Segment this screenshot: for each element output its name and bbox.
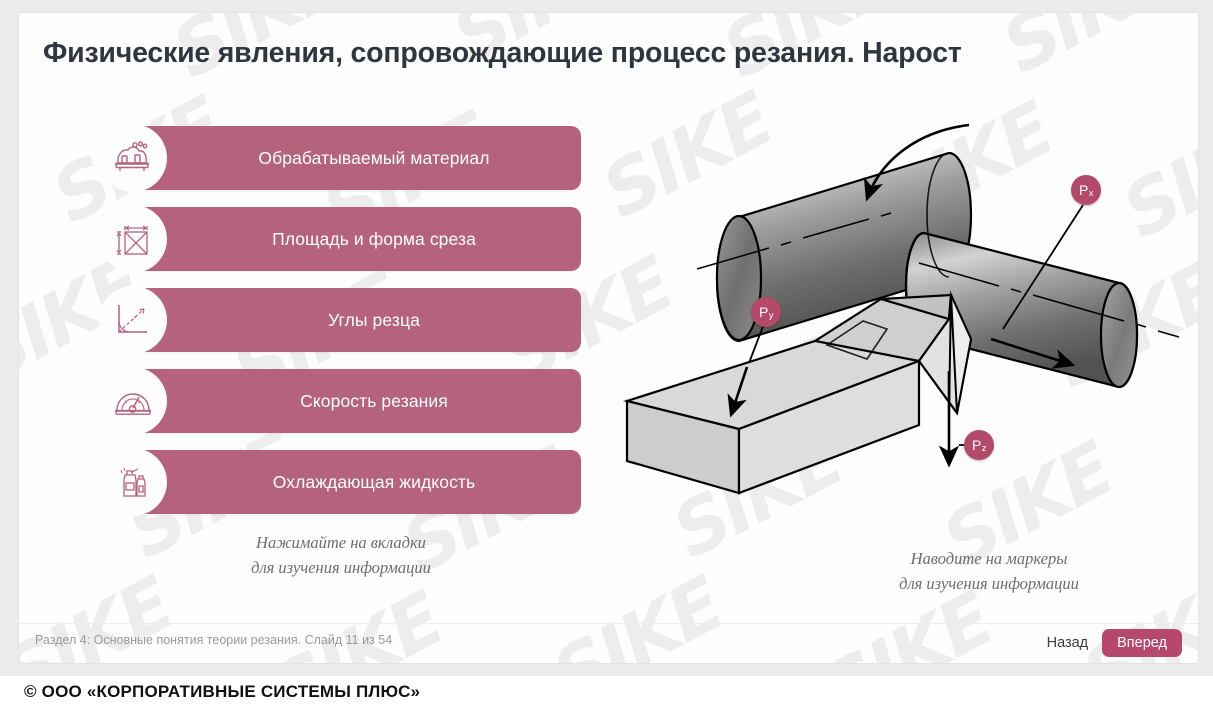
workpiece-material-icon [99,124,167,192]
marker-pz-label: P [971,437,982,453]
marker-py-label: P [758,304,769,320]
tool-angles-icon [99,286,167,354]
diagram-hint-line-2: для изучения информации [899,573,1079,593]
navigation-controls: Назад Вперед [1045,629,1182,657]
tabs-hint: Нажимайте на вкладки для изучения информ… [81,531,581,581]
diagram-hint-line-1: Наводите на маркеры [910,549,1068,568]
turning-diagram-svg [622,123,1180,495]
tab-label: Углы резца [328,309,420,330]
tab-item-tool-angles[interactable]: Углы резца [81,286,581,354]
tab-label: Обрабатываемый материал [258,147,490,168]
cut-area-shape-icon [99,205,167,273]
slide-position-text: Раздел 4: Основные понятия теории резани… [35,633,393,647]
tab-bar[interactable]: Обрабатываемый материал [121,126,581,190]
tab-bar[interactable]: Площадь и форма среза [121,207,581,271]
tab-item-cut-area-shape[interactable]: Площадь и форма среза [81,205,581,273]
tabs-hint-line-1: Нажимайте на вкладки [256,533,426,552]
coolant-bottles-icon [99,448,167,516]
marker-px-label: P [1078,182,1089,198]
speed-gauge-icon [99,367,167,435]
marker-py-sub: y [768,309,774,321]
tab-item-cutting-speed[interactable]: Скорость резания [81,367,581,435]
tab-bar[interactable]: Скорость резания [121,369,581,433]
marker-px-sub: x [1088,187,1094,199]
slide-card: SIKE SIKE SIKE SIKE SIKE SIKE SIKE SIKE … [18,12,1199,664]
copyright-notice: © ООО «КОРПОРАТИВНЫЕ СИСТЕМЫ ПЛЮС» [24,682,421,701]
tab-label: Скорость резания [300,390,448,411]
tab-list: Обрабатываемый материал [81,124,581,581]
marker-pz-sub: z [981,442,987,454]
page-title: Физические явления, сопровождающие проце… [43,37,962,69]
tab-bar[interactable]: Углы резца [121,288,581,352]
tabs-hint-line-2: для изучения информации [251,557,431,577]
tab-bar[interactable]: Охлаждающая жидкость [121,450,581,514]
diagram-hint: Наводите на маркеры для изучения информа… [729,547,1198,597]
tab-item-coolant[interactable]: Охлаждающая жидкость [81,448,581,516]
status-bar: Раздел 4: Основные понятия теории резани… [19,623,1198,663]
forward-button[interactable]: Вперед [1102,629,1182,657]
tab-label: Площадь и форма среза [272,228,476,249]
back-button[interactable]: Назад [1045,631,1091,655]
tab-item-workpiece-material[interactable]: Обрабатываемый материал [81,124,581,192]
tab-label: Охлаждающая жидкость [272,471,476,492]
